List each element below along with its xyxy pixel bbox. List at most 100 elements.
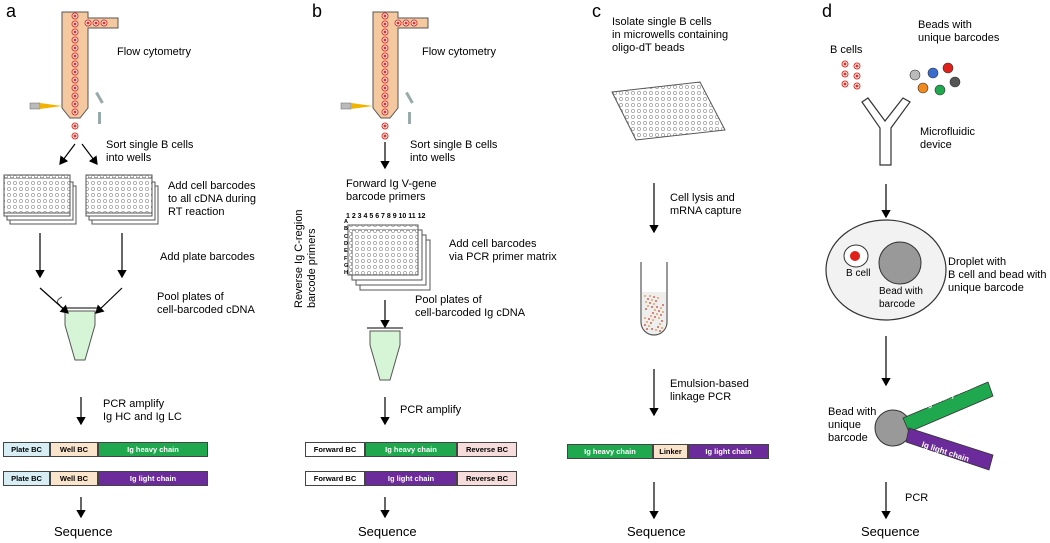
mrna-dot <box>654 316 656 318</box>
cell-nucleus <box>73 102 77 106</box>
b-addcell-label: Add cell barcodes via PCR primer matrix <box>449 238 557 263</box>
cell-nucleus <box>383 70 387 74</box>
mrna-dot <box>656 313 658 315</box>
mrna-dot <box>659 323 661 325</box>
cell-nucleus <box>73 134 77 138</box>
d-droplet-label: Droplet with B cell and bead with unique… <box>948 256 1047 294</box>
cell-nucleus <box>73 22 77 26</box>
mrna-dot <box>645 308 647 310</box>
heavy-chain-box: Ig heavy chain <box>98 442 208 457</box>
cell-nucleus <box>383 102 387 106</box>
plate-bc-box: Plate BC <box>3 471 50 486</box>
microwell-plate <box>611 81 726 141</box>
mrna-dot <box>648 325 650 327</box>
plate-row-letter: H <box>344 270 348 277</box>
b-pool-label: Pool plates of cell-barcoded Ig cDNA <box>415 294 526 319</box>
mrna-dots <box>644 295 664 332</box>
plate-row-letter: G <box>344 262 349 269</box>
mrna-dot <box>647 305 649 307</box>
pcr-tube-a <box>56 296 98 361</box>
mrna-dot <box>660 314 662 316</box>
cell-nucleus <box>383 46 387 50</box>
cell-nucleus <box>855 74 859 78</box>
mrna-dot <box>645 301 647 303</box>
light-chain-box: Ig light chain <box>688 444 769 459</box>
cell-nucleus <box>383 94 387 98</box>
d-sequence-label: Sequence <box>861 524 920 539</box>
c-sequence-label: Sequence <box>627 524 686 539</box>
mrna-dot <box>650 315 652 317</box>
mrna-dot <box>653 303 655 305</box>
test-tube-c <box>640 262 668 336</box>
panel-label-c: c <box>592 1 601 21</box>
cell-nucleus <box>94 21 98 25</box>
a-pool-label: Pool plates of cell-barcoded cDNA <box>157 291 255 316</box>
d-bead-unique-label: Bead with unique barcode <box>828 406 877 444</box>
mrna-dot <box>651 328 653 330</box>
tube-cells <box>381 12 418 140</box>
cell-nucleus <box>73 14 77 18</box>
mrna-dot <box>659 330 661 332</box>
reverse-bc-box: Reverse BC <box>457 442 517 457</box>
mrna-dot <box>649 295 651 297</box>
d-bead-barcode-label: Bead with barcode <box>879 286 923 310</box>
d-bcells-label: B cells <box>830 44 863 56</box>
cell-nucleus <box>73 70 77 74</box>
cell-nucleus <box>383 62 387 66</box>
plate-row-letter: C <box>344 233 348 240</box>
c-lysis-label: Cell lysis and mRNA capture <box>670 192 742 217</box>
mrna-dot <box>660 307 662 309</box>
mrna-dot <box>650 322 652 324</box>
heavy-chain-box: Ig heavy chain <box>567 444 653 459</box>
plate-row-letter: E <box>344 248 348 255</box>
plate-bc-box: Plate BC <box>3 442 50 457</box>
cell-nucleus <box>383 38 387 42</box>
cell-nucleus <box>383 30 387 34</box>
mrna-dot <box>658 317 660 319</box>
panel-label-a: a <box>6 1 17 21</box>
flow-cytometer-b <box>340 11 429 140</box>
cell-nucleus <box>383 14 387 18</box>
plate-row-letter: A <box>344 219 348 225</box>
bead-with-chains <box>874 381 994 471</box>
pcr-tube-b <box>367 327 403 381</box>
forward-bc-box: Forward BC <box>305 442 365 457</box>
d-pcr-label: PCR <box>905 492 929 504</box>
droplet <box>825 219 947 321</box>
cell-nucleus <box>73 86 77 90</box>
cell-nucleus <box>73 46 77 50</box>
plate-row-letter: B <box>344 226 348 233</box>
mrna-dot <box>651 306 653 308</box>
mrna-dot <box>652 312 654 314</box>
mrna-dot <box>646 328 648 330</box>
cell-nucleus <box>73 94 77 98</box>
d-micro-label: Microfluidic device <box>920 126 976 151</box>
cell-nucleus <box>86 21 90 25</box>
d-beads-label: Beads with unique barcodes <box>918 19 1000 44</box>
mrna-dot <box>644 324 646 326</box>
linker-box: Linker <box>653 444 688 459</box>
mrna-dot <box>661 320 663 322</box>
heavy-chain-box: Ig heavy chain <box>365 442 457 457</box>
plate-stack-b <box>347 224 431 291</box>
plate-stack-right <box>85 174 159 225</box>
b-reverse-label: Reverse Ig C-region barcode primers <box>293 209 318 308</box>
mrna-dot <box>644 295 646 297</box>
mrna-dot <box>644 317 646 319</box>
mrna-dot <box>652 319 654 321</box>
cell-nucleus <box>855 84 859 88</box>
flow-cytometer-a <box>29 11 119 140</box>
a-addplate-label: Add plate barcodes <box>160 251 255 263</box>
b-cells-cluster <box>841 60 861 90</box>
tube-cells <box>71 12 108 140</box>
cell-nucleus <box>73 110 77 114</box>
plate-row-letter: F <box>344 255 348 262</box>
reverse-bc-box: Reverse BC <box>457 471 517 486</box>
microfluidic-device <box>861 97 911 166</box>
mrna-dot <box>653 296 655 298</box>
b-forward-label: Forward Ig V-gene barcode primers <box>346 178 437 203</box>
cell-nucleus <box>383 134 387 138</box>
cell-nucleus <box>73 78 77 82</box>
mrna-dot <box>647 298 649 300</box>
